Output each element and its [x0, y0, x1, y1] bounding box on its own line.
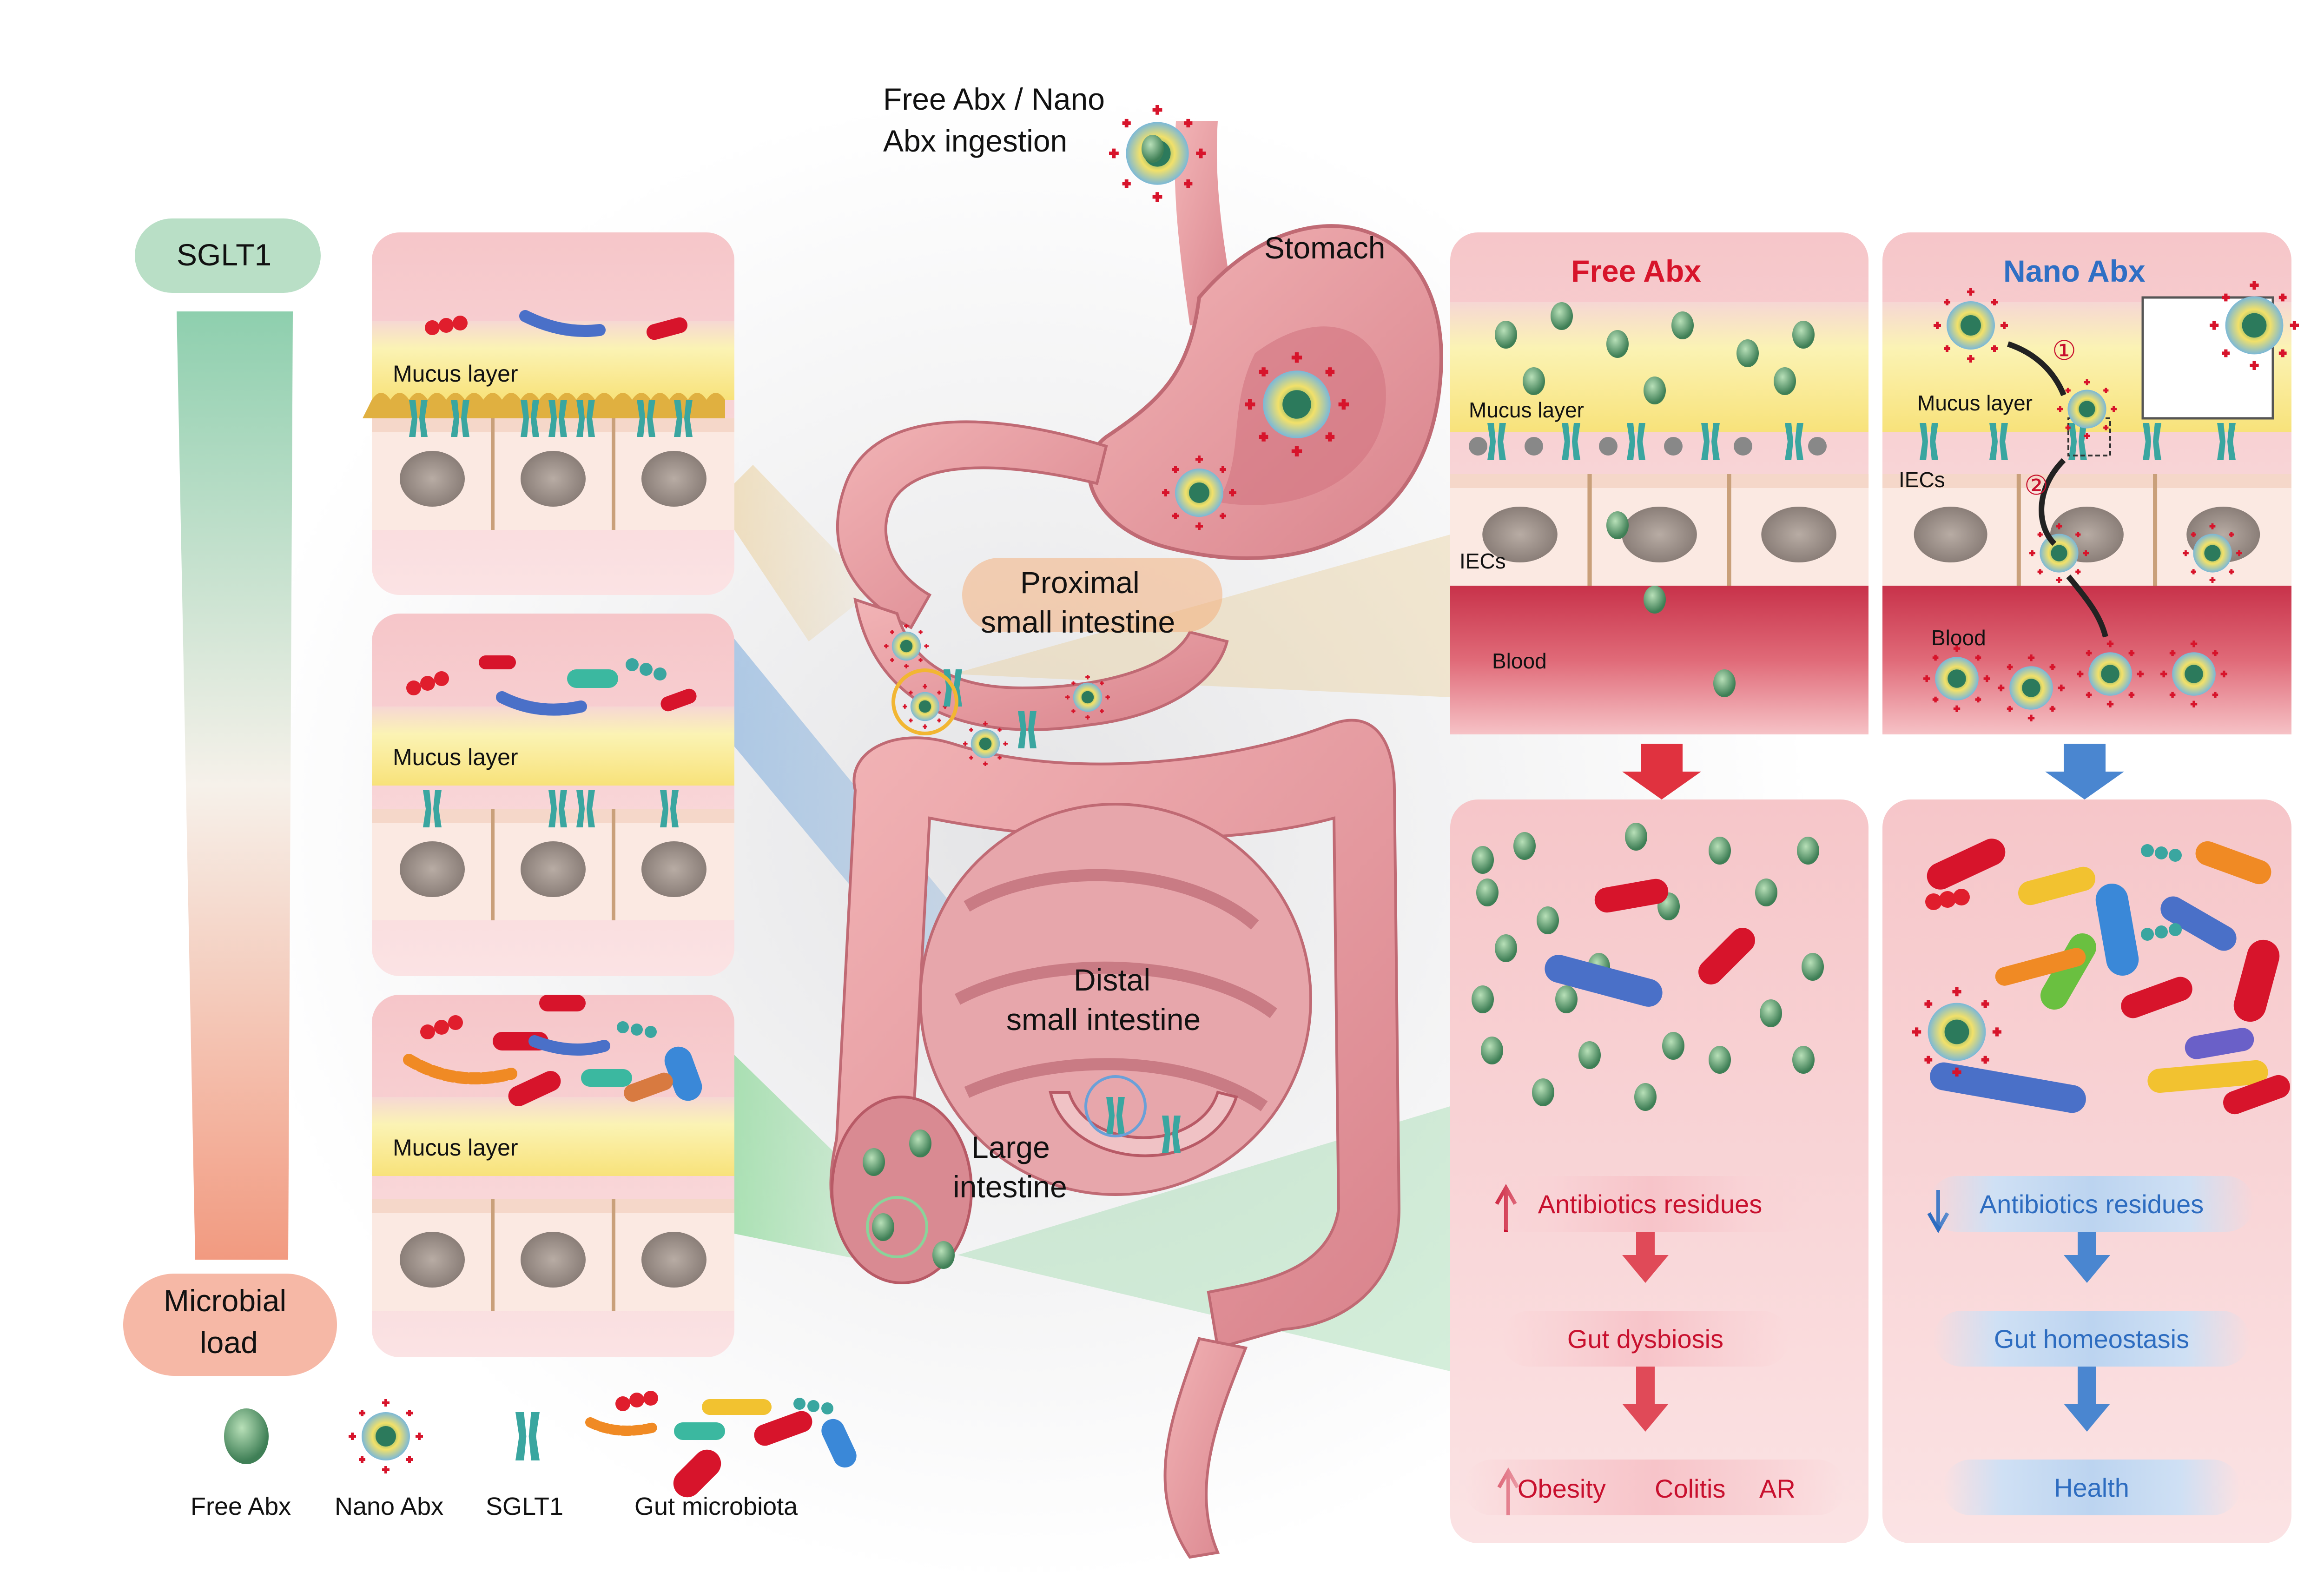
- proximal-label-backdrop: [962, 558, 1222, 632]
- gradient-top-label: SGLT1: [177, 238, 272, 272]
- nano-abx-mucus-label: Mucus layer: [1917, 391, 2033, 415]
- sglt1-label-pill: [135, 218, 321, 293]
- proximal-zoom-circle: [891, 668, 958, 735]
- free-effect-gut-dysbiosis: Gut dysbiosis: [1501, 1311, 1789, 1367]
- nano-effect-health: Health: [1943, 1460, 2240, 1515]
- legend-gut-microbiota-swatch: [585, 1391, 857, 1498]
- distal-label-line2: small intestine: [1006, 1002, 1201, 1037]
- free-abx-mucus-label: Mucus layer: [1469, 398, 1584, 422]
- free-effect-antibiotics-residues: Antibiotics residues: [1487, 1176, 1813, 1232]
- ingestion-label-line1: Free Abx / Nano: [883, 82, 1105, 116]
- ingestion-label-line2: Abx ingestion: [883, 124, 1068, 158]
- legend-nano-abx-label: Nano Abx: [335, 1493, 444, 1520]
- nano-abx-outcome-panel: [1882, 799, 2291, 1543]
- distal-zoom-circle: [1084, 1075, 1147, 1137]
- gradient-bottom-label-line2: load: [200, 1325, 258, 1360]
- nano-abx-iec-label: IECs: [1899, 468, 1945, 492]
- left-panel-proximal: [363, 232, 734, 595]
- free-outcome-obesity: Obesity: [1518, 1474, 1606, 1503]
- distal-label-line1: Distal: [1074, 963, 1151, 997]
- large-zoom-circle: [866, 1196, 928, 1258]
- nano-abx-mechanism-panel: [1882, 232, 2299, 734]
- nano-abx-title: Nano Abx: [2003, 254, 2146, 288]
- free-abx-outcome-panel: [1450, 799, 1868, 1543]
- nano-abx-blood-label: Blood: [1931, 626, 1986, 650]
- sglt1-microbial-gradient-bar: [177, 311, 293, 1260]
- left-distal-mucus-label: Mucus layer: [393, 744, 518, 770]
- nano-abx-down-arrow: [2045, 744, 2124, 799]
- stomach-label: Stomach: [1264, 231, 1386, 265]
- free-outcome-ar: AR: [1759, 1474, 1796, 1503]
- free-abx-down-arrow: [1622, 744, 1701, 799]
- free-outcomes-backdrop: [1464, 1460, 1845, 1515]
- free-abx-iec-label: IECs: [1459, 549, 1506, 573]
- nano-effect-antibiotics-residues: Antibiotics residues: [1929, 1176, 2254, 1232]
- large-intestine-label-line2: intestine: [953, 1169, 1067, 1204]
- nano-effect-gut-homeostasis: Gut homeostasis: [1934, 1311, 2250, 1367]
- nano-step-1-label: ①: [2052, 336, 2076, 366]
- legend-sglt1-swatch: [515, 1412, 540, 1460]
- free-abx-mechanism-panel: [1450, 232, 1868, 734]
- left-panel-distal: [372, 614, 734, 976]
- proximal-highlight-cone: [716, 465, 874, 641]
- free-abx-title: Free Abx: [1571, 254, 1701, 288]
- legend-nano-abx-swatch: [349, 1399, 423, 1473]
- free-abx-blood-label: Blood: [1492, 649, 1547, 673]
- legend-free-abx-swatch: [224, 1408, 269, 1464]
- microbial-load-label-pill: [123, 1274, 337, 1376]
- nano-step-2-label: ②: [2024, 470, 2048, 501]
- left-large-mucus-label: Mucus layer: [393, 1135, 518, 1161]
- legend-free-abx-label: Free Abx: [191, 1493, 291, 1520]
- large-intestine-label-line1: Large: [971, 1130, 1050, 1164]
- left-panel-large: [372, 995, 734, 1357]
- legend-gut-microbiota-label: Gut microbiota: [634, 1493, 798, 1520]
- legend: [224, 1391, 857, 1498]
- gradient-bottom-label-line1: Microbial: [164, 1283, 287, 1318]
- legend-sglt1-label: SGLT1: [486, 1493, 564, 1520]
- proximal-label-line1: Proximal: [1020, 565, 1140, 600]
- proximal-label-line2: small intestine: [981, 605, 1175, 639]
- free-outcome-colitis: Colitis: [1655, 1474, 1726, 1503]
- left-proximal-mucus-label: Mucus layer: [393, 361, 518, 387]
